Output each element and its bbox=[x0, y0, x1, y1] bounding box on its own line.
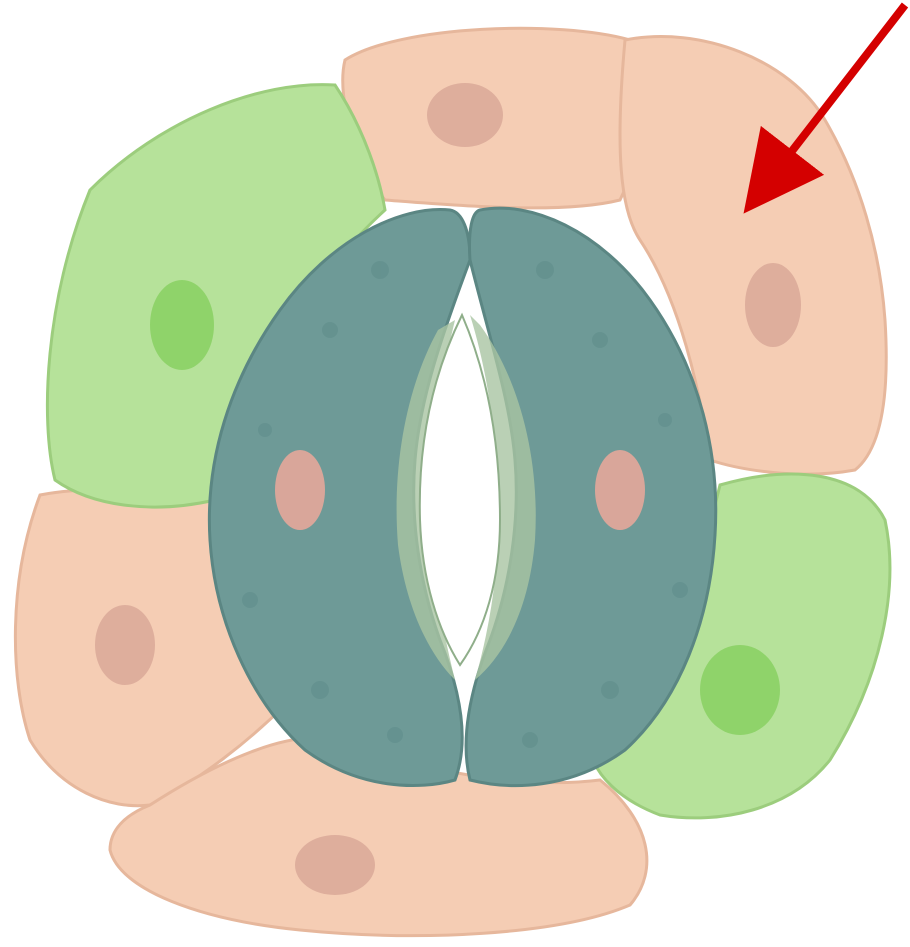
nucleus-guard-left bbox=[275, 450, 325, 530]
nucleus-subsidiary-lower-right bbox=[700, 645, 780, 735]
nucleus-epidermal-bottom bbox=[295, 835, 375, 895]
nucleus-guard-right bbox=[595, 450, 645, 530]
nucleus-epidermal-top-right bbox=[745, 263, 801, 347]
nucleus-epidermal-top bbox=[427, 83, 503, 147]
nucleus-epidermal-left-bottom bbox=[95, 605, 155, 685]
nucleus-subsidiary-upper-left bbox=[150, 280, 214, 370]
